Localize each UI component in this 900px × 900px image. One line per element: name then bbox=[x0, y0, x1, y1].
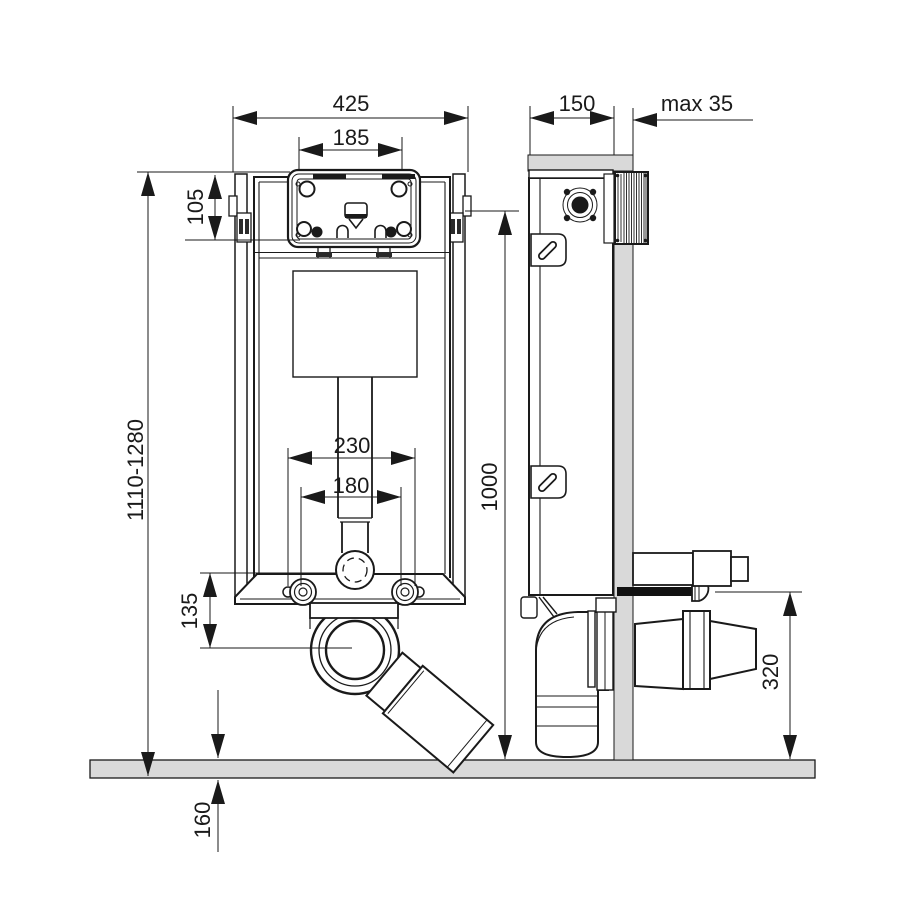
frame-fixing-bracket-upper bbox=[530, 233, 567, 267]
flush-bend-connector bbox=[335, 550, 375, 590]
water-supply-connection bbox=[562, 187, 598, 223]
dimension-arrowheads bbox=[141, 111, 797, 804]
dim-frame-depth: 150 bbox=[558, 91, 596, 116]
dim-outlet-offset: 135 bbox=[177, 592, 202, 630]
dim-plate-opening-width: 185 bbox=[332, 125, 370, 150]
side-view-drain-elbow bbox=[520, 596, 617, 759]
drain-elbow-pipe bbox=[364, 651, 495, 774]
dim-frame-height-range: 1110-1280 bbox=[123, 419, 148, 521]
dim-reference-height: 1000 bbox=[477, 462, 502, 512]
side-view-supply-pipe bbox=[632, 550, 749, 587]
dim-wall-covering-max: max 35 bbox=[660, 91, 734, 116]
drain-outlet bbox=[309, 602, 401, 696]
side-view-outlet-connector bbox=[617, 575, 757, 691]
wc-fixing-bolts bbox=[282, 578, 425, 606]
flush-panel-recess bbox=[292, 270, 418, 378]
side-view-wall bbox=[527, 106, 634, 761]
dim-plate-opening-height: 105 bbox=[183, 188, 208, 226]
dim-floor-thickness: 160 bbox=[190, 801, 215, 839]
dim-fixing-spacing-inner: 180 bbox=[332, 473, 370, 498]
dim-outlet-height: 320 bbox=[758, 653, 783, 691]
dim-frame-width: 425 bbox=[332, 91, 370, 116]
frame-fixing-bracket-lower bbox=[530, 465, 567, 499]
flush-plate-access-box bbox=[286, 168, 422, 258]
dim-fixing-spacing-outer: 230 bbox=[333, 433, 371, 458]
front-view-flush-pipe bbox=[337, 377, 373, 553]
side-view-flush-housing bbox=[603, 171, 649, 245]
